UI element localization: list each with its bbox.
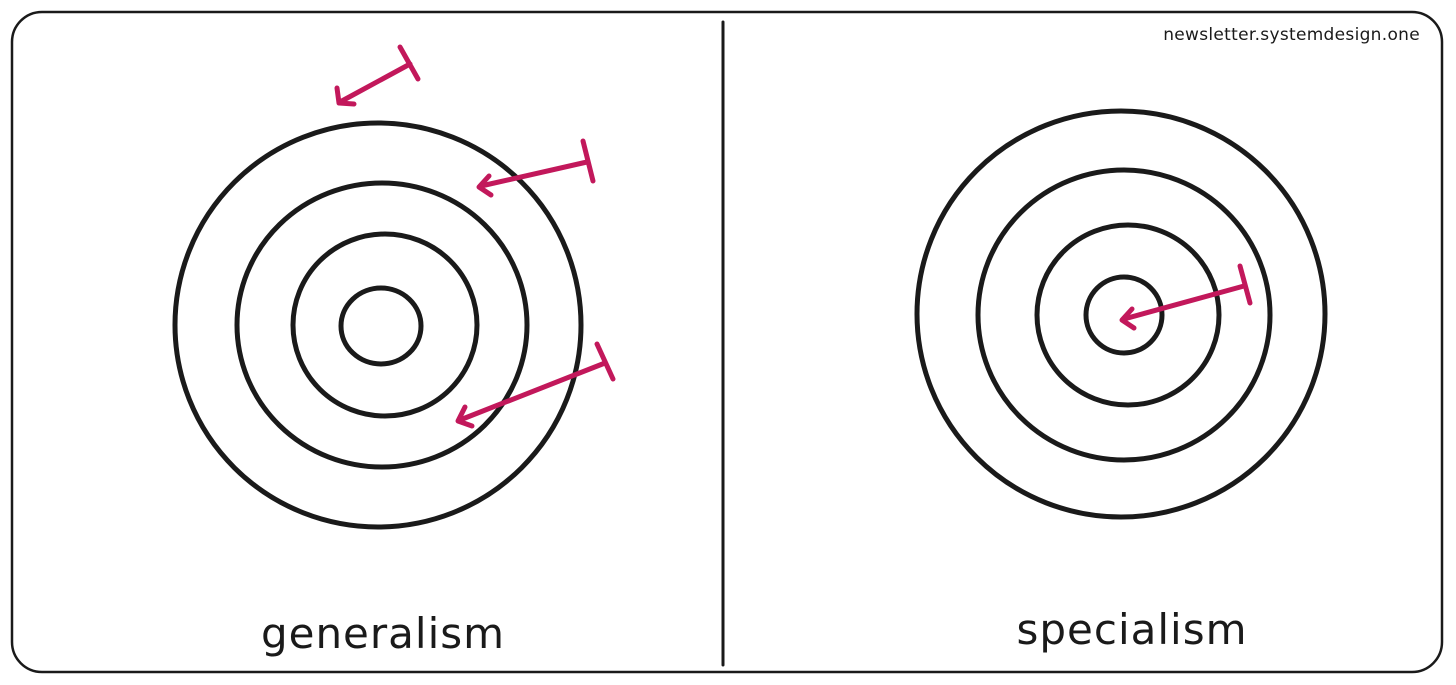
target-ring-second — [975, 167, 1273, 463]
arrow-shaft — [457, 360, 608, 423]
target-bullseye — [338, 285, 424, 367]
arrow-tail — [397, 44, 421, 82]
target-ring-outer — [914, 108, 1328, 520]
panel-generalism: generalism — [172, 44, 616, 658]
arrow-shaft — [1121, 283, 1247, 322]
target-generalism — [172, 120, 584, 530]
target-specialism — [914, 108, 1328, 520]
target-ring-outer — [172, 120, 584, 530]
arrow-hit-bullseye — [1119, 263, 1253, 331]
arrow-hit-outer-ring — [476, 138, 596, 198]
panel-divider — [721, 20, 725, 667]
arrow-shaft — [478, 159, 590, 189]
arrow-head — [455, 404, 475, 429]
target-bullseye — [1083, 274, 1165, 356]
arrow-head — [476, 173, 494, 198]
arrow-tail — [580, 138, 596, 184]
arrow-miss-top — [334, 44, 421, 107]
panel-label-specialism: specialism — [1016, 605, 1247, 654]
arrow-head — [1119, 306, 1137, 331]
panel-specialism: specialism — [914, 108, 1328, 654]
arrow-head — [334, 85, 357, 107]
target-ring-third — [290, 231, 480, 419]
outer-frame — [10, 10, 1444, 674]
arrow-tail — [594, 341, 616, 382]
arrow-hit-second-ring — [455, 341, 616, 429]
arrow-shaft — [337, 61, 413, 105]
panel-label-generalism: generalism — [261, 609, 505, 658]
target-ring-third — [1034, 222, 1222, 408]
watermark-text: newsletter.systemdesign.one — [1163, 25, 1420, 45]
arrow-tail — [1237, 263, 1253, 306]
target-ring-second — [234, 180, 530, 470]
